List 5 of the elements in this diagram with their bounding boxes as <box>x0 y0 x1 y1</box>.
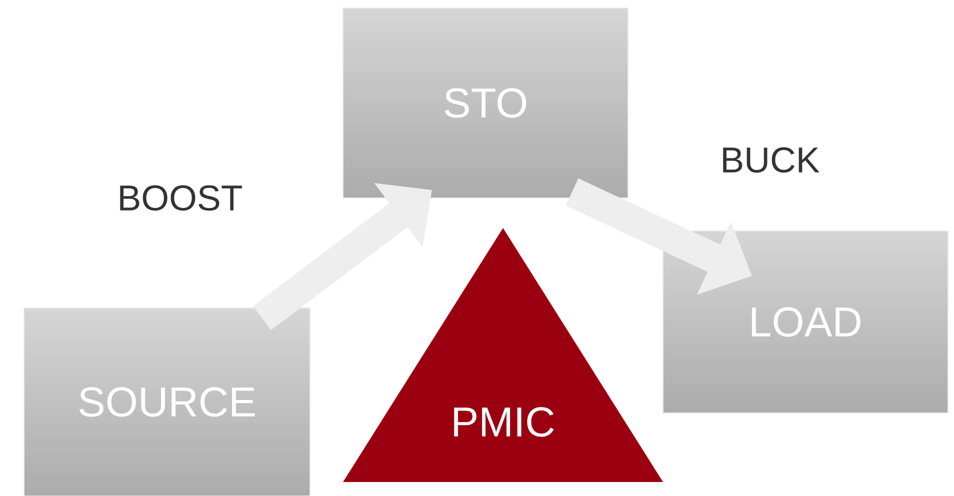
process-box: STO <box>342 8 628 198</box>
process-box: SOURCE <box>24 308 310 496</box>
process-box: LOAD <box>662 230 948 414</box>
edge-label: BUCK <box>718 145 822 175</box>
edge-label: BOOST <box>115 183 245 213</box>
